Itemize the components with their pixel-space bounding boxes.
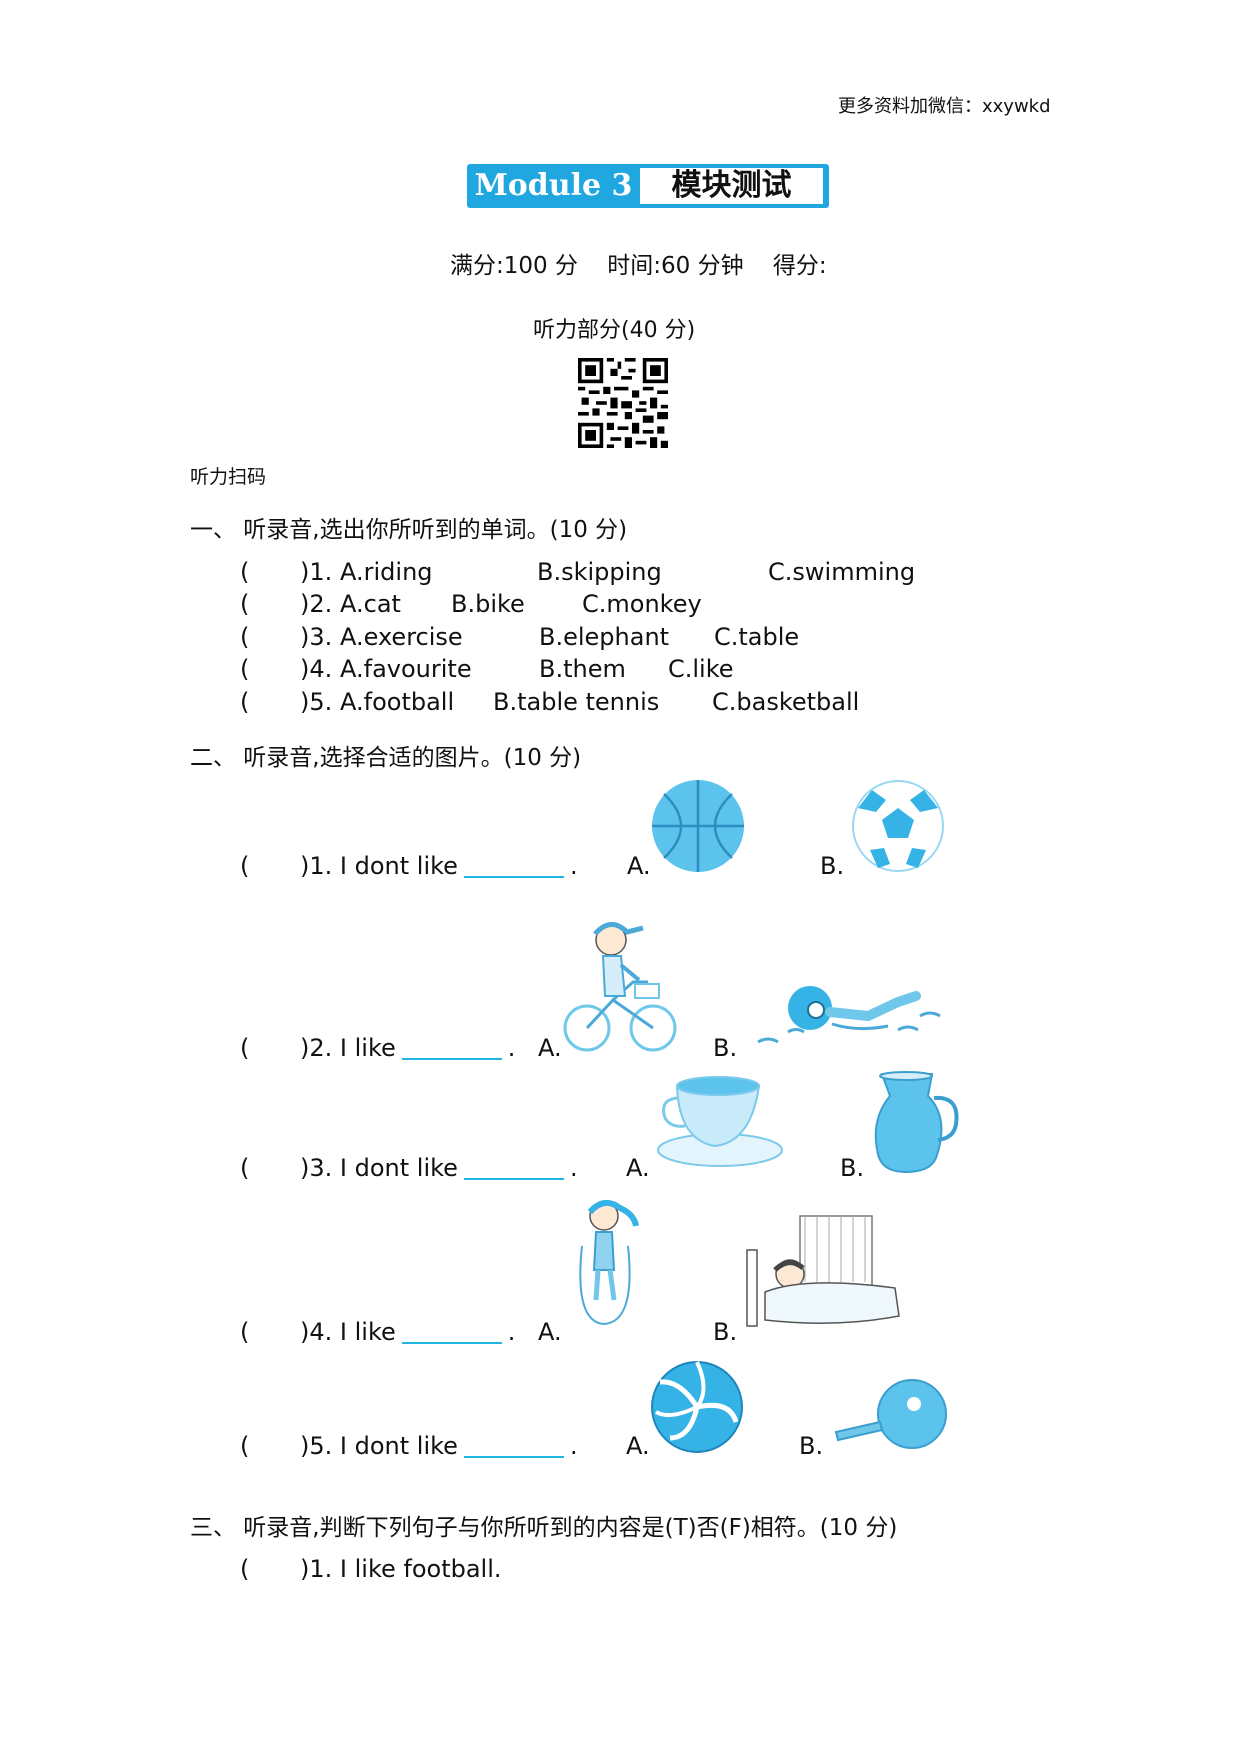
person-swimming-icon <box>748 972 948 1052</box>
s2-paren-5[interactable]: ( <box>240 1432 249 1460</box>
s1-option-b-5: B.table tennis <box>493 688 659 716</box>
s1-option-a-5: A.football <box>340 688 454 716</box>
s2-sentence-4: )4. I like. <box>300 1318 515 1346</box>
s1-option-c-5: C.basketball <box>712 688 859 716</box>
s1-num-5: )5. <box>300 688 332 716</box>
water-jug-icon <box>870 1068 960 1176</box>
s2-text-1: I dont like <box>340 852 458 880</box>
section3-heading: 三、 听录音,判断下列句子与你所听到的内容是(T)否(F)相符。(10 分) <box>190 1508 897 1542</box>
s2-text-3: I dont like <box>340 1154 458 1182</box>
s2-sentence-1: )1. I dont like. <box>300 852 578 880</box>
score-field: 得分: <box>773 253 827 279</box>
s2-sentence-2: )2. I like. <box>300 1034 515 1062</box>
football-icon <box>850 778 946 874</box>
s2-option-b-2: B. <box>713 1034 737 1062</box>
s2-end-4: . <box>508 1318 516 1346</box>
s1-paren-3[interactable]: ( <box>240 623 249 651</box>
s3-num-1: )1. <box>300 1555 332 1583</box>
s2-paren-4[interactable]: ( <box>240 1318 249 1346</box>
s1-option-b-4: B.them <box>539 655 626 683</box>
s1-option-a-2: A.cat <box>340 590 401 618</box>
answer-blank-3[interactable] <box>464 1154 564 1180</box>
qr-code[interactable] <box>578 358 668 448</box>
s2-end-1: . <box>570 852 578 880</box>
s1-option-b-2: B.bike <box>451 590 525 618</box>
s2-num-3: )3. <box>300 1154 332 1182</box>
s1-option-c-2: C.monkey <box>582 590 702 618</box>
s2-num-4: )4. <box>300 1318 332 1346</box>
s2-option-a-5: A. <box>626 1432 650 1460</box>
s1-paren-1[interactable]: ( <box>240 558 249 586</box>
s1-option-b-1: B.skipping <box>537 558 662 586</box>
s2-option-a-3: A. <box>626 1154 650 1182</box>
s2-end-2: . <box>508 1034 516 1062</box>
time-limit: 时间:60 分钟 <box>607 253 743 279</box>
s2-option-a-4: A. <box>538 1318 562 1346</box>
s2-end-3: . <box>570 1154 578 1182</box>
s2-num-2: )2. <box>300 1034 332 1062</box>
s1-option-a-4: A.favourite <box>340 655 472 683</box>
s2-sentence-5: )5. I dont like. <box>300 1432 578 1460</box>
s2-text-2: I like <box>340 1034 396 1062</box>
s2-num-1: )1. <box>300 852 332 880</box>
section1-heading: 一、 听录音,选出你所听到的单词。(10 分) <box>190 510 627 544</box>
s2-sentence-3: )3. I dont like. <box>300 1154 578 1182</box>
full-score: 满分:100 分 <box>450 253 578 279</box>
s1-num-1: )1. <box>300 558 332 586</box>
module-title-banner: Module 3 模块测试 <box>467 164 829 208</box>
s2-end-5: . <box>570 1432 578 1460</box>
s1-paren-2[interactable]: ( <box>240 590 249 618</box>
s2-paren-3[interactable]: ( <box>240 1154 249 1182</box>
s2-text-5: I dont like <box>340 1432 458 1460</box>
s2-option-a-2: A. <box>538 1034 562 1062</box>
module-subtitle: 模块测试 <box>640 168 823 204</box>
s3-text-1: I like football. <box>340 1555 502 1583</box>
s2-option-a-1: A. <box>627 852 651 880</box>
header-note: 更多资料加微信：xxywkd <box>838 92 1051 118</box>
s1-option-a-3: A.exercise <box>340 623 463 651</box>
s2-option-b-3: B. <box>840 1154 864 1182</box>
s2-num-5: )5. <box>300 1432 332 1460</box>
ping-pong-paddle-icon <box>830 1378 950 1452</box>
basketball-icon <box>650 778 746 874</box>
s1-num-2: )2. <box>300 590 332 618</box>
s3-sentence-1: )1. I like football. <box>300 1555 502 1583</box>
s1-option-c-3: C.table <box>714 623 799 651</box>
s1-paren-5[interactable]: ( <box>240 688 249 716</box>
module-label: Module 3 <box>467 164 640 208</box>
answer-blank-1[interactable] <box>464 852 564 878</box>
volleyball-icon <box>650 1360 744 1454</box>
section2-heading: 二、 听录音,选择合适的图片。(10 分) <box>190 738 581 772</box>
s1-option-a-1: A.riding <box>340 558 433 586</box>
s2-paren-1[interactable]: ( <box>240 852 249 880</box>
s2-option-b-5: B. <box>799 1432 823 1460</box>
s1-num-4: )4. <box>300 655 332 683</box>
answer-blank-4[interactable] <box>402 1318 502 1344</box>
s1-option-b-3: B.elephant <box>539 623 669 651</box>
answer-blank-2[interactable] <box>402 1034 502 1060</box>
s1-paren-4[interactable]: ( <box>240 655 249 683</box>
s3-paren-1[interactable]: ( <box>240 1555 249 1583</box>
s1-option-c-1: C.swimming <box>768 558 915 586</box>
s2-text-4: I like <box>340 1318 396 1346</box>
s2-paren-2[interactable]: ( <box>240 1034 249 1062</box>
tea-cup-icon <box>655 1070 785 1170</box>
s1-num-3: )3. <box>300 623 332 651</box>
s2-option-b-4: B. <box>713 1318 737 1346</box>
girl-skipping-icon <box>568 1196 646 1332</box>
listening-header: 听力部分(40 分) <box>533 312 695 344</box>
score-line: 满分:100 分 时间:60 分钟 得分: <box>450 246 849 280</box>
boy-sleeping-icon <box>745 1212 905 1332</box>
s1-option-c-4: C.like <box>668 655 734 683</box>
answer-blank-5[interactable] <box>464 1432 564 1458</box>
s2-option-b-1: B. <box>820 852 844 880</box>
qr-label: 听力扫码 <box>190 462 266 489</box>
boy-riding-bike-icon <box>563 910 678 1055</box>
